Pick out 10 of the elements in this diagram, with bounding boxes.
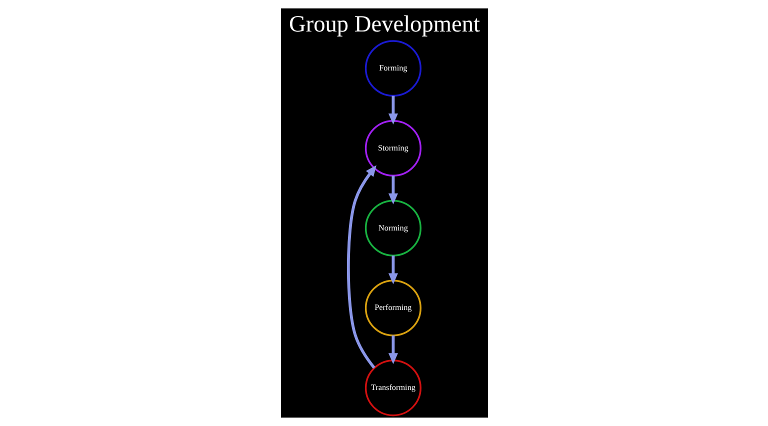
diagram-title: Group Development	[288, 12, 480, 38]
arrow	[388, 256, 398, 284]
node-circle: Transforming	[364, 360, 421, 416]
arrow	[346, 165, 376, 369]
node-circle: Performing	[364, 280, 421, 336]
node-circle: Forming	[364, 40, 421, 97]
arrow	[388, 176, 398, 204]
arrow	[388, 96, 398, 124]
node-circle: Norming	[364, 200, 421, 256]
arrow	[388, 335, 398, 364]
